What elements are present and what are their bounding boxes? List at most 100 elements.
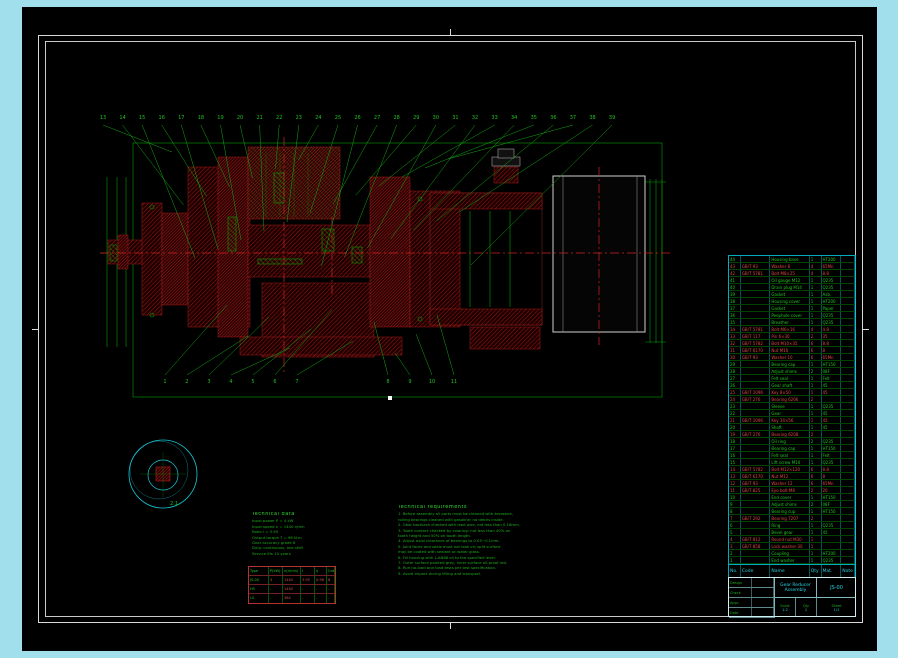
bom-cell [841,487,855,493]
bom-cell: 6 [810,347,822,353]
bom-cell: HT200 [822,256,842,262]
spec-cell: - [269,594,283,603]
bom-cell: 36 [729,312,741,318]
balloon-number: 34 [511,115,517,121]
bom-row: 37Gasket1Paper [729,305,855,312]
bom-row: 7GB/T 292Bearing 72072 [729,515,855,522]
bom-cell: 45 [822,382,842,388]
bom-cell: Felt [822,375,842,381]
bom-cell: 2 [729,550,741,556]
spec-row: LS-364--- [249,594,335,603]
balloon-number: 19 [217,115,223,121]
bom-cell: Key 8×50 [770,389,809,395]
bom-cell: GB/T 5781 [741,270,771,276]
spec-table: TypeP(kW)n(r/min)iηGrdJS-00414403.950.96… [248,566,336,604]
bom-cell [822,536,842,542]
bom-row: 19GB/T 276Bearing 62082 [729,431,855,438]
title-block-row: Date [729,608,775,618]
bom-cell [741,452,771,458]
bom-cell: 8 [729,508,741,514]
bom-row: 39Gasket1Asb. [729,291,855,298]
bom-cell: Q235 [822,319,842,325]
balloon-number: 26 [354,115,360,121]
spec-cell: 3.95 [301,576,315,584]
bom-cell [841,396,855,402]
bom-cell [841,333,855,339]
bom-row: 27Felt seal1Felt [729,375,855,382]
bom-cell [841,543,855,549]
bom-header-cell: No. [729,565,741,577]
bom-cell: 30 [729,354,741,360]
bom-cell: Peephole cover [770,312,809,318]
spec-row: HS-1440--- [249,585,335,594]
bom-row: 21GB/T 1096Key 14×56145 [729,417,855,424]
bom-cell: 13 [729,473,741,479]
bom-cell: 45 [822,424,842,430]
bom-cell: 4 [729,536,741,542]
bom-cell: 2 [810,368,822,374]
balloon-number: 39 [609,115,615,121]
balloon-number: 22 [276,115,282,121]
bom-cell: Drain plug M14 [770,284,809,290]
bom-row: 24GB/T 276Bearing 62062 [729,396,855,403]
bom-row: 10End cover1HT150 [729,494,855,501]
bom-cell: 1 [810,312,822,318]
bom-cell: 1 [810,256,822,262]
scale-value: 1:2 [782,608,788,612]
bom-cell [741,361,771,367]
bom-cell: Felt seal [770,452,809,458]
leader-line [379,125,455,186]
bom-cell: HT200 [822,550,842,556]
bom-header-cell: Code [741,565,771,577]
bom-cell: 1 [729,557,741,563]
bom-cell [822,396,842,402]
bom-row: 44Housing base1HT200 [729,256,855,263]
bom-cell [841,494,855,500]
balloon-number: 38 [589,115,595,121]
drawing-title: Gear Reducer Assembly [775,578,817,598]
bom-cell: 65Mn [822,263,842,269]
output-cylinder [553,167,645,345]
bom-row: 26Gear shaft145 [729,382,855,389]
balloon-number: 30 [433,115,439,121]
bom-row: 29Bearing cap1HT150 [729,361,855,368]
bom-cell [741,277,771,283]
bom-cell: 2 [810,333,822,339]
bom-cell: HT150 [822,508,842,514]
bom-row: 38Housing cover1HT200 [729,298,855,305]
bom-cell: 1 [810,522,822,528]
bom-cell: 1 [810,424,822,430]
bom-cell: Q235 [822,522,842,528]
sheet-cell: Sheet 1/1 [817,598,856,617]
bom-cell [841,368,855,374]
balloon-number: 27 [374,115,380,121]
bom-cell: 8 [822,347,842,353]
balloon-number: 20 [237,115,243,121]
bom-cell [841,424,855,430]
bom-cell: GB/T 276 [741,431,771,437]
spec-cell: n(r/min) [283,567,301,575]
leader-line [416,334,432,375]
detail-scale-label: 2:1 [170,501,178,507]
bom-cell: Gasket [770,291,809,297]
balloon-number: 28 [394,115,400,121]
bom-header-cell: Note [841,565,855,577]
bom-cell: 1 [810,508,822,514]
note-line: Service life 10 years [252,551,352,556]
qty-cell: Qty 1 [796,598,817,617]
bom-cell [841,459,855,465]
bom-cell: Q235 [822,277,842,283]
title-block-cell: Check [729,588,752,597]
bom-cell: GB/T 812 [741,536,771,542]
spec-cell: LS [249,594,269,603]
bom-cell: 34 [729,326,741,332]
bom-cell [841,263,855,269]
bom-cell: 2 [810,487,822,493]
bom-cell [741,284,771,290]
bom-row: 3GB/T 858Lock washer 301 [729,543,855,550]
spec-cell: - [327,594,335,603]
bom-cell: Housing cover [770,298,809,304]
bom-cell: 65Mn [822,480,842,486]
bom-cell [841,270,855,276]
